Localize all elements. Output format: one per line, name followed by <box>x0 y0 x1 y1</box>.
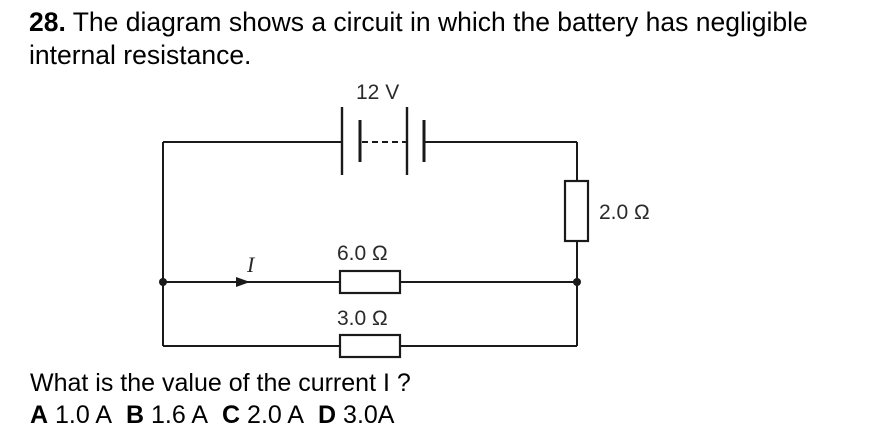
question-prompt: What is the value of the current I ? <box>30 369 411 397</box>
option-a[interactable]: A 1.0 A <box>30 401 113 429</box>
junction-right <box>573 278 581 286</box>
resistor-2-ohm <box>563 179 590 243</box>
resistor-3-ohm-label: 3.0 Ω <box>337 307 388 330</box>
battery-label: 12 V <box>356 81 399 104</box>
resistor-2-ohm-label: 2.0 Ω <box>599 201 650 224</box>
answer-options: A 1.0 A B 1.6 A C 2.0 A D 3.0A <box>30 400 408 430</box>
question-text: 28. The diagram shows a circuit in which… <box>29 6 879 72</box>
resistor-6-ohm <box>338 269 402 295</box>
battery-symbol <box>340 107 426 175</box>
current-label: I <box>246 252 256 277</box>
option-c[interactable]: C 2.0 A <box>222 401 305 429</box>
option-b[interactable]: B 1.6 A <box>126 401 209 429</box>
current-arrow-icon <box>236 277 250 287</box>
resistor-6-ohm-label: 6.0 Ω <box>337 242 388 265</box>
question-body: The diagram shows a circuit in which the… <box>29 7 808 70</box>
question-number: 28. <box>29 7 66 37</box>
option-d[interactable]: D 3.0A <box>318 401 395 429</box>
resistor-3-ohm <box>338 333 402 359</box>
junction-left <box>159 278 167 286</box>
